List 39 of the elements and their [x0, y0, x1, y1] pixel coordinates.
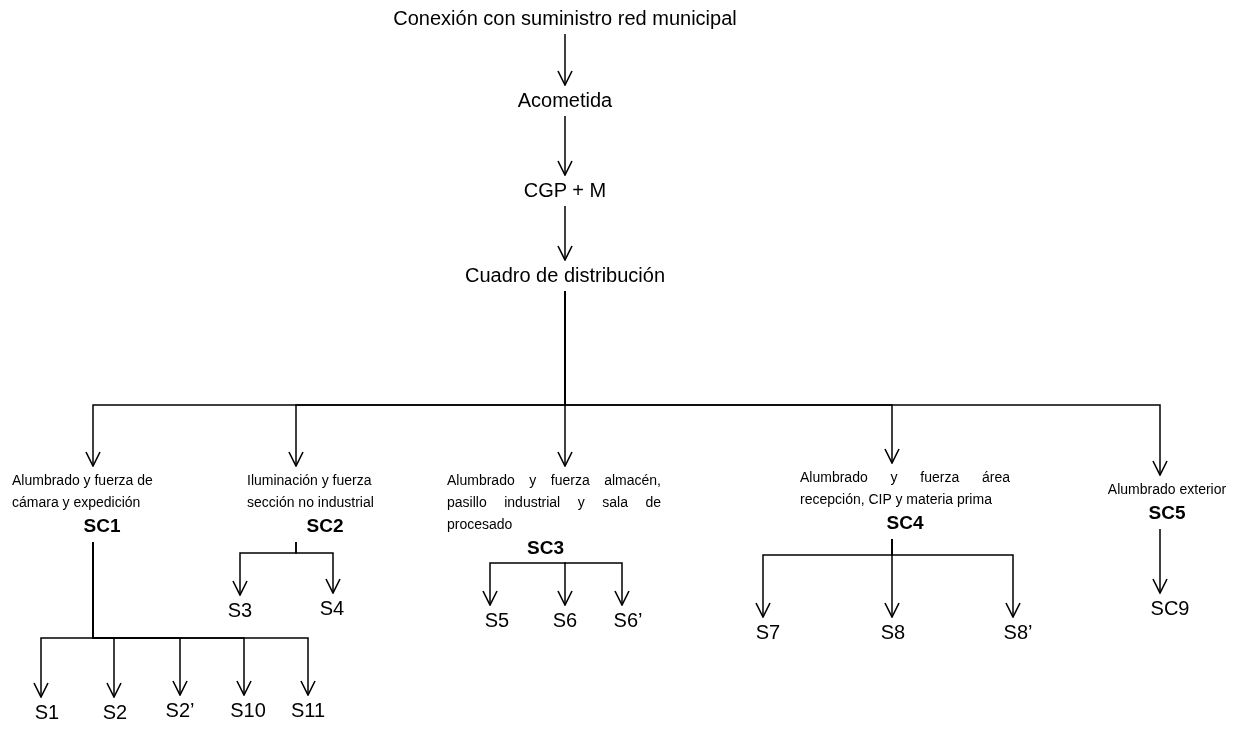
node-label: Cuadro de distribución [464, 263, 666, 287]
arrow [564, 290, 1168, 476]
node-label: S7 [755, 620, 781, 644]
circuit-code: SC4 [886, 512, 924, 535]
node-label: S5 [484, 608, 510, 632]
node-label: SC9 [1150, 596, 1190, 620]
node-label: S6 [552, 608, 578, 632]
node-label: S4 [319, 596, 345, 620]
circuit-code: SC3 [527, 537, 564, 560]
node-label: S8’ [1003, 620, 1033, 644]
arrow [891, 538, 1021, 618]
circuit-description: Alumbrado exterior [1106, 480, 1228, 499]
node-label: S3 [227, 598, 253, 622]
arrow [92, 541, 316, 696]
node-label: S8 [880, 620, 906, 644]
node-label: S11 [290, 698, 326, 722]
node-label: S2’ [165, 698, 195, 722]
circuit-description: Iluminación y fuerza sección no industrial [247, 471, 375, 512]
node-label: S6’ [613, 608, 643, 632]
circuit-description: Alumbrado y fuerza almacén, pasillo industrial y sala de procesado [447, 471, 661, 534]
circuit-code: SC2 [306, 515, 344, 538]
circuit-description: Alumbrado y fuerza de cámara y expedición [12, 471, 154, 512]
node-label: CGP + M [523, 178, 607, 202]
arrow [564, 562, 630, 606]
node-label: S1 [34, 700, 60, 724]
arrow [557, 563, 573, 606]
circuit-description: Alumbrado y fuerza área recepción, CIP y materia prima [800, 468, 1010, 509]
node-label: Conexión con suministro red municipal [393, 6, 737, 30]
circuit-code: SC1 [83, 515, 121, 538]
node-label: S2 [102, 700, 128, 724]
node-label: Acometida [517, 88, 613, 112]
arrow [557, 115, 573, 176]
arrow [557, 33, 573, 86]
arrow [557, 205, 573, 261]
arrow [295, 541, 341, 594]
arrow [1152, 528, 1168, 594]
circuit-code: SC5 [1148, 502, 1186, 525]
node-label: S10 [230, 698, 266, 722]
arrow [482, 562, 566, 606]
